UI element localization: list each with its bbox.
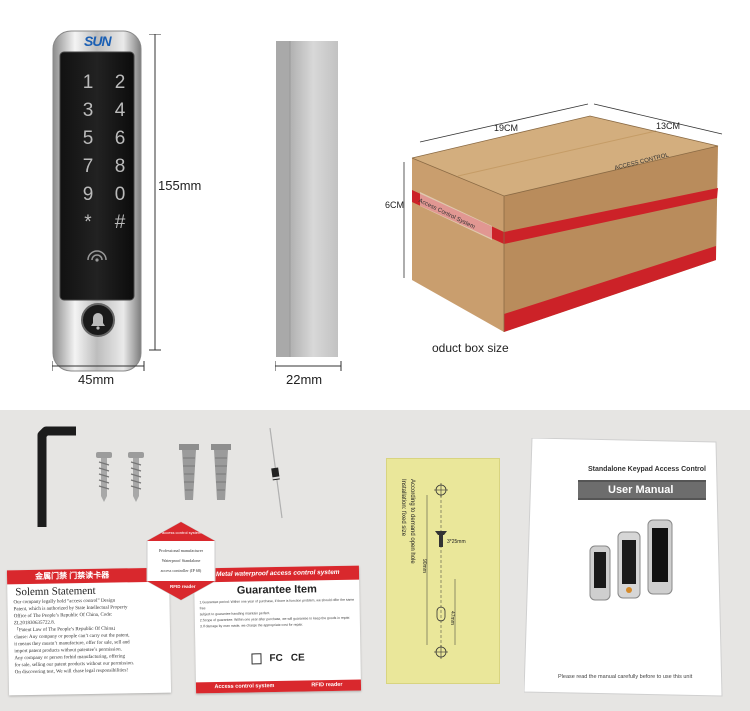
key-6: 6 bbox=[114, 128, 126, 149]
ce-mark: CE bbox=[290, 652, 305, 664]
key-3: 3 bbox=[82, 100, 94, 121]
guarantee-header: Metal waterproof access control system bbox=[193, 565, 360, 583]
allen-key-icon bbox=[34, 425, 84, 540]
key-9: 9 bbox=[82, 184, 94, 205]
guarantee-line: 3.If damage by man made, we charge the a… bbox=[199, 622, 304, 629]
depth-dimension-line bbox=[274, 358, 343, 376]
guarantee-footer-left: Access control system bbox=[214, 683, 275, 691]
key-1: 1 bbox=[82, 72, 94, 93]
key-0: 0 bbox=[114, 184, 126, 205]
depth-label: 22mm bbox=[286, 372, 323, 387]
keypad-device-front bbox=[52, 30, 142, 372]
hexagon-header: access control system bbox=[162, 530, 202, 535]
manual-subtitle: Standalone Keypad Access Control bbox=[588, 466, 706, 473]
wall-plug-icon bbox=[178, 444, 200, 507]
screw-icon bbox=[126, 452, 146, 507]
weee-bin-icon bbox=[251, 653, 262, 665]
product-box-illustration bbox=[400, 100, 730, 345]
hexagon-card: access control system Professional manuf… bbox=[146, 521, 216, 601]
box-height-label: 6CM bbox=[385, 200, 405, 210]
wall-plug-icon bbox=[210, 444, 232, 507]
hexagon-footer: RFID reader bbox=[170, 584, 196, 589]
template-line-2: According to demand open hole bbox=[409, 479, 415, 564]
box-length-label: 19CM bbox=[494, 123, 519, 133]
bell-button-icon bbox=[80, 302, 116, 343]
key-2: 2 bbox=[114, 72, 126, 93]
manual-footer: Please read the manual carefully before … bbox=[558, 674, 693, 680]
height-dimension-line bbox=[145, 33, 165, 359]
keypad-grid: 1 2 3 4 5 6 7 8 9 0 * # bbox=[72, 72, 136, 234]
keypad-device-side bbox=[276, 41, 340, 362]
key-4: 4 bbox=[114, 100, 126, 121]
key-5: 5 bbox=[82, 128, 94, 149]
installation-template: Installation: fixed size According to de… bbox=[386, 458, 500, 684]
width-label: 45mm bbox=[78, 372, 115, 387]
key-7: 7 bbox=[82, 156, 94, 177]
rfid-icon bbox=[84, 244, 110, 269]
manual-title: User Manual bbox=[608, 484, 674, 496]
template-screw-label: 3*25mm bbox=[447, 539, 466, 545]
template-dim-90: 90mm bbox=[421, 559, 427, 573]
key-hash: # bbox=[114, 212, 126, 233]
hexagon-line: access controller (IP 68) bbox=[160, 568, 202, 573]
screw-icon bbox=[94, 452, 114, 507]
key-8: 8 bbox=[114, 156, 126, 177]
fc-mark: FC bbox=[269, 652, 283, 665]
hexagon-line: Waterproof Standalone bbox=[161, 558, 201, 563]
template-dim-47: 47mm bbox=[449, 611, 455, 625]
guarantee-footer-right: RFID reader bbox=[311, 681, 343, 689]
diode-icon bbox=[264, 427, 288, 525]
height-label: 155mm bbox=[158, 178, 202, 193]
box-width-label: 13CM bbox=[656, 121, 681, 131]
key-star: * bbox=[84, 212, 92, 233]
solemn-line: On discovering test, We will chase legal… bbox=[14, 668, 129, 676]
guarantee-title: Guarantee Item bbox=[236, 583, 317, 597]
user-manual: Standalone Keypad Access Control User Ma… bbox=[524, 438, 724, 698]
hexagon-line: Professional manufacturer bbox=[158, 548, 204, 553]
template-line-1: Installation: fixed size bbox=[400, 479, 406, 537]
width-dimension-line bbox=[51, 358, 146, 376]
guarantee-card: Metal waterproof access control system G… bbox=[193, 565, 362, 694]
solemn-header: 金属门禁 门禁读卡器 bbox=[6, 567, 170, 585]
manual-devices-image bbox=[589, 519, 673, 601]
box-size-caption: oduct box size bbox=[432, 341, 509, 355]
brand-logo: SUN bbox=[84, 33, 112, 49]
